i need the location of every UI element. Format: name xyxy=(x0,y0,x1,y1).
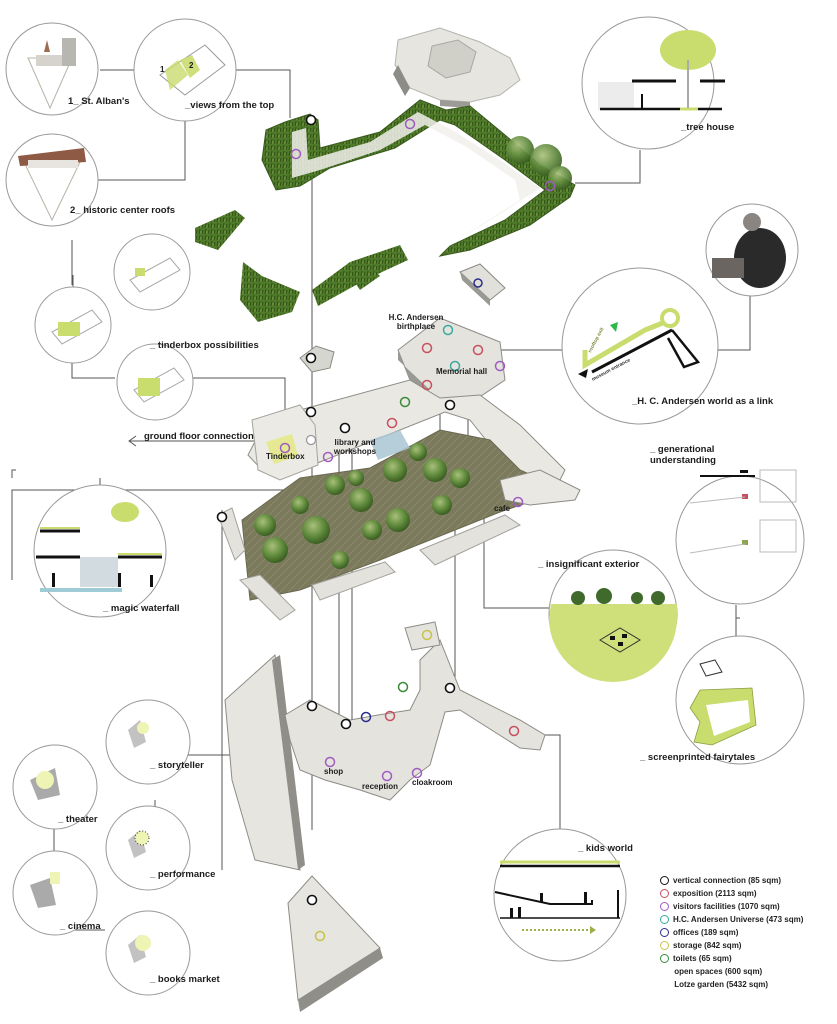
label-hca-birthplace: H.C. Andersen birthplace xyxy=(388,313,444,331)
roof-garden-level xyxy=(195,27,576,322)
label-hca-world-as-link: _H. C. Andersen world as a link xyxy=(632,396,774,407)
label-books-market: _ books market xyxy=(150,974,220,985)
label-views-from-top: _views from the top xyxy=(185,100,275,111)
hca-link-sketch xyxy=(578,308,701,378)
legend-item-toilets: toilets (65 sqm) xyxy=(660,952,803,965)
label-cloakroom: cloakroom xyxy=(412,778,453,787)
label-cinema: _ cinema xyxy=(60,921,101,932)
label-cafe: cafe xyxy=(494,504,511,513)
underground-level xyxy=(224,621,546,1012)
legend: vertical connection (85 sqm) exposition … xyxy=(660,874,803,991)
label-tinderbox: Tinderbox xyxy=(266,452,305,461)
legend-item-lotze-garden: Lotze garden (5432 sqm) xyxy=(674,980,768,989)
garden-trees xyxy=(254,443,470,569)
label-theater: _ theater xyxy=(58,814,98,825)
legend-item-visitors-facilities: visitors facilities (1070 sqm) xyxy=(660,900,803,913)
label-kids-world: _ kids world xyxy=(578,843,633,854)
label-screenprinted-fairytales: _ screenprinted fairytales xyxy=(640,752,756,763)
view-number-2: 2 xyxy=(189,61,194,70)
ring-icon xyxy=(660,889,669,898)
entrance-kiosk xyxy=(299,345,335,373)
label-ground-floor-connection: ground floor connection xyxy=(144,431,254,442)
view-number-1: 1 xyxy=(160,65,165,74)
label-storyteller: _ storyteller xyxy=(150,760,204,771)
legend-item-storage: storage (842 sqm) xyxy=(660,939,803,952)
ring-icon xyxy=(660,915,669,924)
legend-item-offices: offices (189 sqm) xyxy=(660,926,803,939)
label-insignificant-exterior: _ insignificant exterior xyxy=(538,559,640,570)
label-performance: _ performance xyxy=(150,869,216,880)
ring-icon xyxy=(660,902,669,911)
label-st-albans: 1_ St. Alban's xyxy=(68,96,130,107)
label-historic-center-roofs: 2_ historic center roofs xyxy=(70,205,176,216)
ring-icon xyxy=(660,876,669,885)
screenprinted-fairytales-sketch xyxy=(689,659,757,746)
tree-house-section xyxy=(598,30,725,111)
label-magic-waterfall: _ magic waterfall xyxy=(103,603,180,614)
label-tree-house: _tree house xyxy=(681,122,735,133)
generational-sketch xyxy=(689,469,797,554)
legend-item-exposition: exposition (2113 sqm) xyxy=(660,887,803,900)
label-shop: shop xyxy=(324,767,344,776)
historic-building xyxy=(393,27,521,108)
programme-sketches xyxy=(30,720,151,963)
label-memorial-hall: Memorial hall xyxy=(436,367,488,376)
ring-icon xyxy=(660,954,669,963)
label-generational-understanding: _ generational understanding xyxy=(650,444,716,466)
ring-icon xyxy=(660,941,669,950)
ring-icon xyxy=(660,928,669,937)
legend-item-hca-universe: H.C. Andersen Universe (473 sqm) xyxy=(660,913,803,926)
magic-waterfall-section xyxy=(36,502,162,592)
legend-item-open-spaces: open spaces (600 sqm) xyxy=(674,967,763,976)
ground-level xyxy=(216,317,581,621)
label-reception: reception xyxy=(362,782,399,791)
tinderbox-sketches xyxy=(51,257,185,403)
hca-portrait xyxy=(712,213,786,288)
st-albans-sketch xyxy=(27,38,76,110)
kids-world-section xyxy=(494,860,620,934)
label-library-workshops: library and workshops xyxy=(333,438,377,456)
insignificant-exterior-sketch xyxy=(549,588,677,682)
floating-storage-block xyxy=(459,263,506,306)
label-tinderbox-possibilities: _ tinderbox possibilities xyxy=(150,340,259,351)
legend-item-vertical-connection: vertical connection (85 sqm) xyxy=(660,874,803,887)
views-from-top-sketch xyxy=(159,44,226,96)
historic-roofs-sketch xyxy=(18,148,86,222)
